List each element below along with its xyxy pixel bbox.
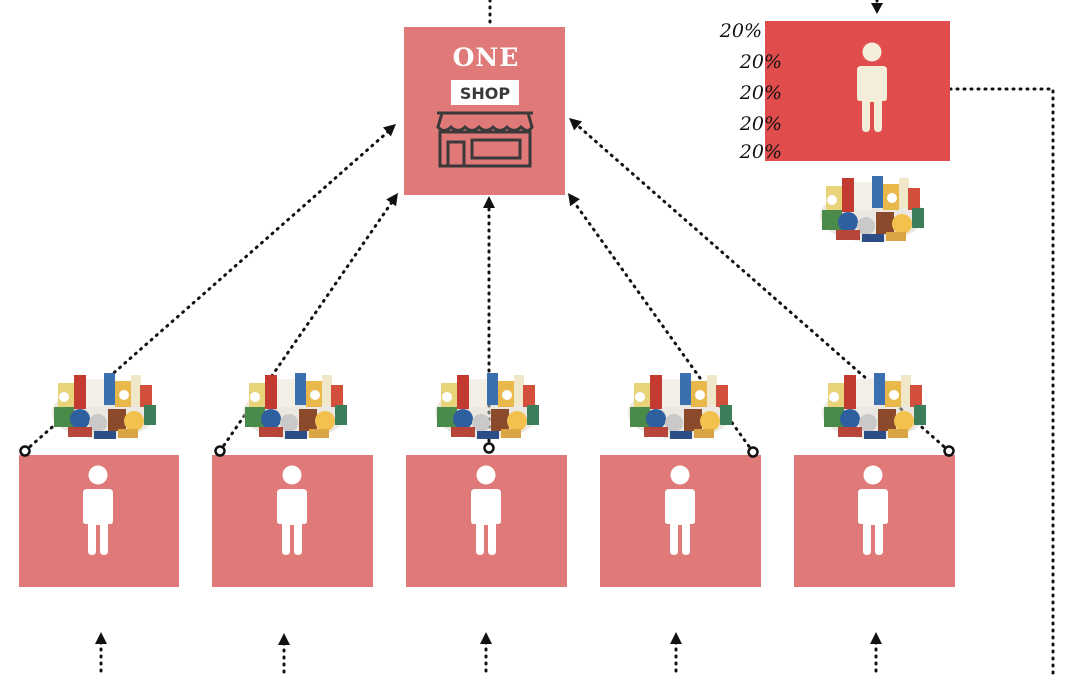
- arrowhead-bottom-1: [95, 632, 107, 644]
- shop-sign-text: SHOP: [460, 84, 511, 103]
- groceries-image: [822, 373, 926, 439]
- arrowhead-member-1: [383, 124, 396, 137]
- shop-sign: [451, 80, 519, 105]
- groceries-image: [435, 373, 539, 439]
- connector-highlight-return: [948, 87, 1055, 675]
- arrowhead-bottom-4: [670, 632, 682, 644]
- arrowhead-member-2: [386, 193, 398, 207]
- connector-endpoints: [19, 442, 955, 458]
- endpoint-circle: [747, 446, 759, 458]
- member-node-5: [794, 373, 955, 587]
- member-row: [19, 373, 955, 587]
- arrowhead-highlight: [871, 3, 883, 14]
- groceries-image: [243, 373, 347, 439]
- member-node-3: [406, 373, 567, 587]
- arrowhead-bottom-3: [480, 632, 492, 644]
- groceries-image: [820, 176, 924, 242]
- member-node-1: [19, 373, 179, 587]
- connector-member-1: [23, 128, 392, 453]
- shop-title: ONE: [453, 43, 520, 72]
- connector-member-5: [575, 123, 951, 453]
- arrowhead-bottom-5: [870, 632, 882, 644]
- member-node-2: [212, 373, 373, 587]
- storefront-icon: [436, 111, 534, 168]
- arrowhead-member-5: [569, 118, 582, 131]
- percentage-3: 20%: [739, 82, 782, 104]
- percentage-5: 20%: [739, 141, 782, 163]
- endpoint-circle: [214, 445, 226, 457]
- arrowhead-member-4: [568, 193, 580, 207]
- shop-node: ONE SHOP: [404, 27, 565, 195]
- groceries-image: [628, 373, 732, 439]
- arrowhead-bottom-2: [278, 633, 290, 645]
- arrowheads: [95, 3, 883, 645]
- endpoint-circle: [943, 445, 955, 457]
- arrowhead-member-3: [483, 196, 495, 208]
- highlight-member: 20% 20% 20% 20% 20%: [719, 20, 950, 242]
- endpoint-circle: [483, 442, 495, 454]
- percentage-1: 20%: [719, 20, 762, 42]
- percentage-4: 20%: [739, 113, 782, 135]
- member-node-4: [600, 373, 761, 587]
- percentage-2: 20%: [739, 51, 782, 73]
- groceries-image: [52, 373, 156, 439]
- endpoint-circle: [19, 445, 31, 457]
